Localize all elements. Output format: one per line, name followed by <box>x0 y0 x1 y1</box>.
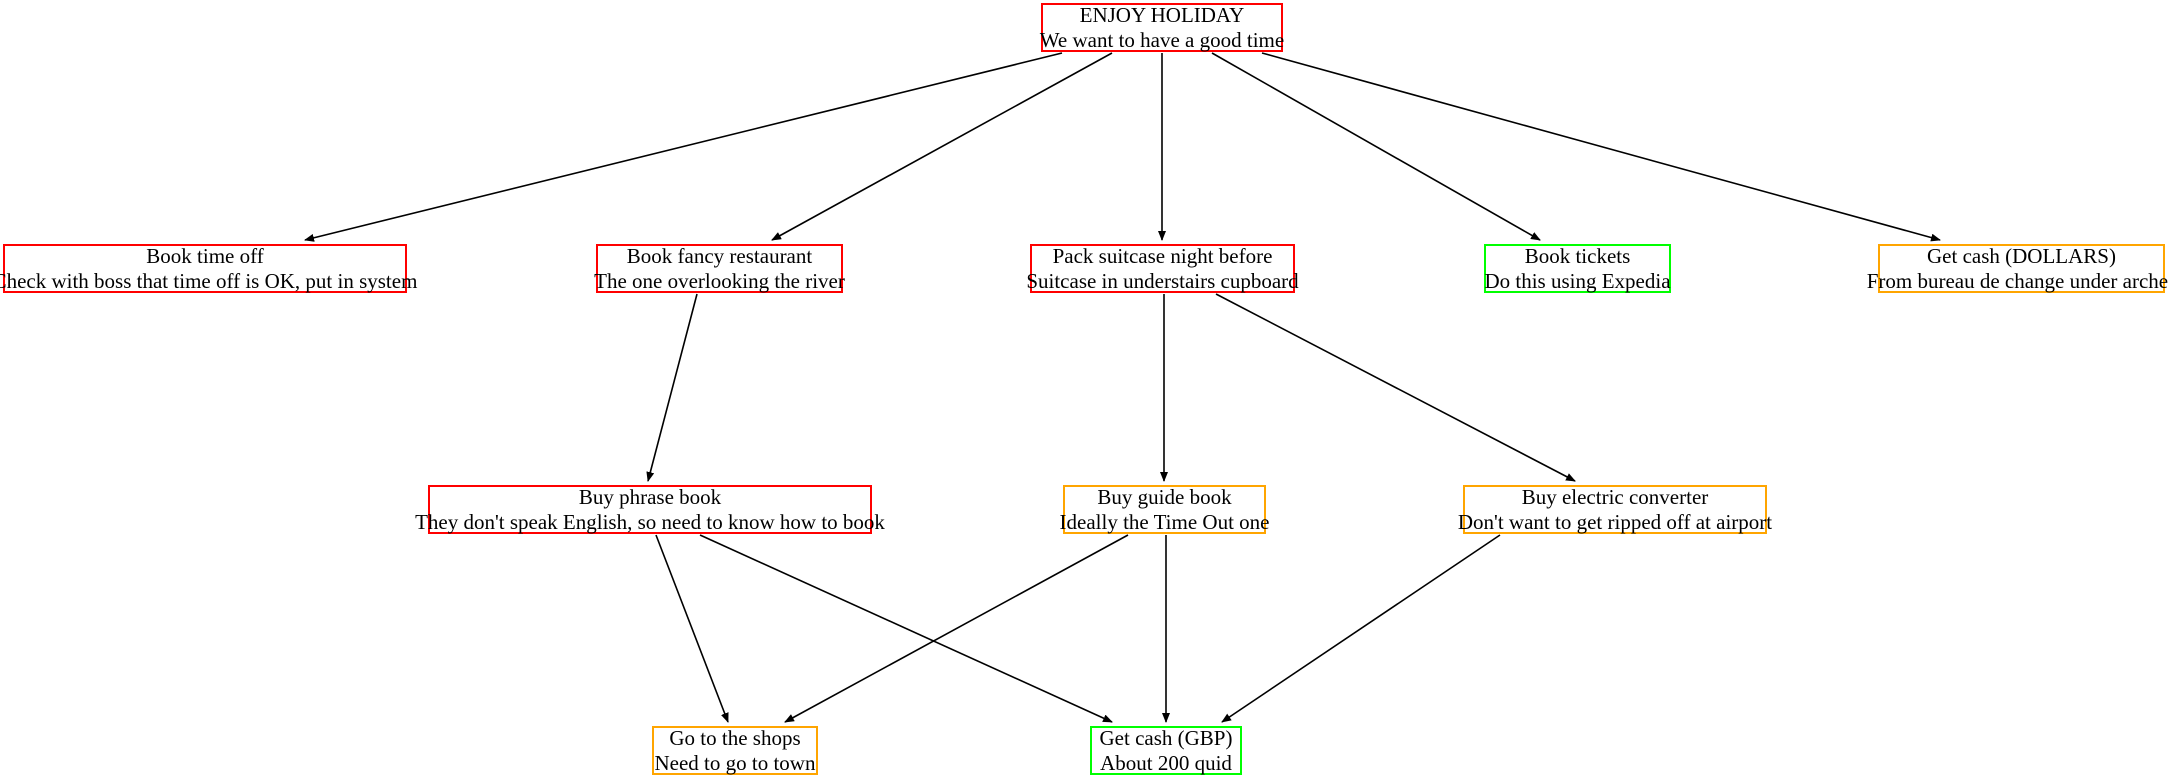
node-title: Book time off <box>146 243 264 268</box>
node-subtitle: We want to have a good time <box>1039 28 1285 52</box>
node-title: Book tickets <box>1524 243 1631 268</box>
node-get-cash-dollars[interactable]: Get cash (DOLLARS)From bureau de change … <box>1867 243 2168 293</box>
node-title: Buy phrase book <box>578 484 722 509</box>
node-title: Buy electric converter <box>1521 484 1709 509</box>
edge-buy-phrase-book-to-get-cash-gbp <box>699 534 1113 723</box>
node-title: Buy guide book <box>1097 484 1232 509</box>
node-subtitle: About 200 quid <box>1100 751 1232 775</box>
node-subtitle: Do this using Expedia <box>1484 269 1671 293</box>
edge-enjoy-holiday-to-book-time-off <box>304 52 1063 242</box>
node-title: Pack suitcase night before <box>1052 243 1273 268</box>
node-title: ENJOY HOLIDAY <box>1079 2 1245 27</box>
edge-group <box>304 52 1941 723</box>
node-subtitle: Need to go to town <box>654 751 816 775</box>
node-title: Go to the shops <box>669 725 801 750</box>
node-get-cash-gbp[interactable]: Get cash (GBP)About 200 quid <box>1090 726 1242 775</box>
edge-enjoy-holiday-to-get-cash-dollars <box>1261 52 1941 242</box>
node-title: Get cash (DOLLARS) <box>1927 243 2116 268</box>
edge-enjoy-holiday-to-book-fancy-restaurant <box>771 52 1113 241</box>
node-title: Get cash (GBP) <box>1099 725 1233 750</box>
node-title: Book fancy restaurant <box>626 243 813 268</box>
edge-buy-electric-converter-to-get-cash-gbp <box>1221 534 1501 723</box>
node-subtitle: Don't want to get ripped off at airport <box>1457 510 1773 534</box>
node-subtitle: Check with boss that time off is OK, put… <box>0 269 418 293</box>
node-subtitle: From bureau de change under arches <box>1866 269 2168 293</box>
edge-buy-phrase-book-to-go-to-the-shops <box>655 534 729 723</box>
node-subtitle: Suitcase in understairs cupboard <box>1026 269 1299 293</box>
edge-enjoy-holiday-to-book-tickets <box>1211 52 1541 241</box>
node-subtitle: The one overlooking the river <box>594 269 845 293</box>
node-subtitle: Ideally the Time Out one <box>1059 510 1270 534</box>
edge-book-fancy-restaurant-to-buy-phrase-book <box>646 293 698 482</box>
node-subtitle: They don't speak English, so need to kno… <box>415 510 885 534</box>
edge-pack-suitcase-to-buy-electric-converter <box>1215 293 1576 482</box>
edge-buy-guide-book-to-go-to-the-shops <box>784 534 1129 723</box>
